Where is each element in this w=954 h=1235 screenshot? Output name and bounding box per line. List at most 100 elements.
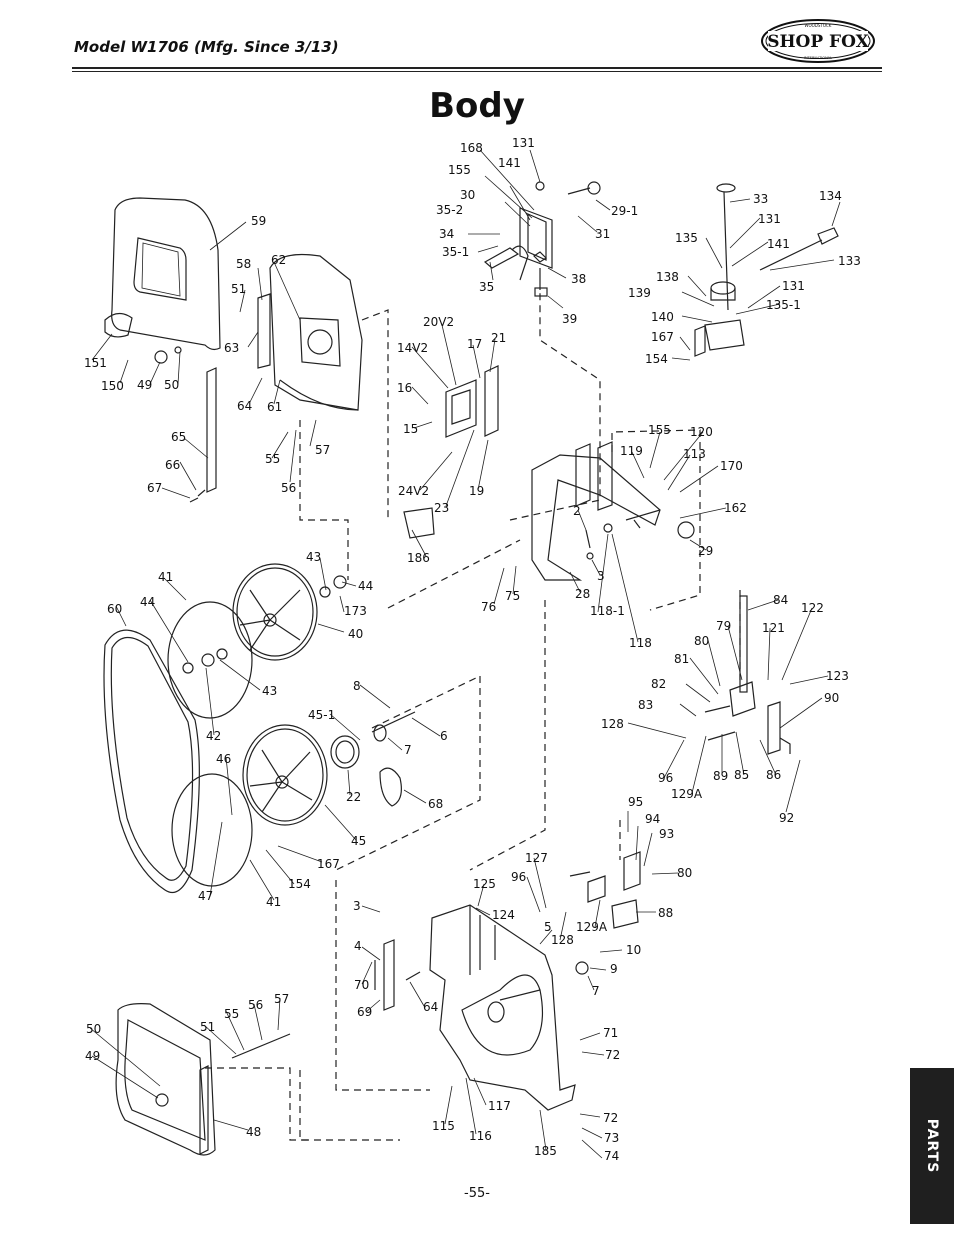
callout: 115 <box>432 1119 455 1133</box>
callout: 6 <box>440 729 448 743</box>
logo-arc-bottom: INTERNATIONAL <box>804 56 832 60</box>
callout: 56 <box>248 998 263 1012</box>
callout: 34 <box>439 227 454 241</box>
callout: 3 <box>597 569 605 583</box>
callout: 43 <box>306 550 321 564</box>
callout: 79 <box>716 619 731 633</box>
callout: 7 <box>592 984 600 998</box>
callout: 122 <box>801 601 824 615</box>
callout: 46 <box>216 752 231 766</box>
callout: 88 <box>658 906 673 920</box>
callout: 129A <box>671 787 703 801</box>
callout: 42 <box>206 729 221 743</box>
callout: 44 <box>358 579 373 593</box>
callout: 138 <box>656 270 679 284</box>
callout: 139 <box>628 286 651 300</box>
callout: 44 <box>140 595 155 609</box>
callout: 4 <box>354 939 362 953</box>
callout: 96 <box>511 870 526 884</box>
callout: 89 <box>713 769 728 783</box>
callout: 94 <box>645 812 660 826</box>
callout: 20V2 <box>423 315 454 329</box>
header-rule-thick <box>72 67 882 69</box>
section-tab-parts: PARTS <box>910 1068 954 1224</box>
callout: 49 <box>85 1049 100 1063</box>
callout: 50 <box>164 378 179 392</box>
callout: 14V2 <box>397 341 428 355</box>
section-tab-label: PARTS <box>924 1118 940 1174</box>
callout: 5 <box>544 920 552 934</box>
callout: 58 <box>236 257 251 271</box>
callout: 90 <box>824 691 839 705</box>
page-title: Body <box>429 86 525 126</box>
callout: 24V2 <box>398 484 429 498</box>
callout: 2 <box>573 504 581 518</box>
callout: 131 <box>782 279 805 293</box>
callout: 151 <box>84 356 107 370</box>
callout: 59 <box>251 214 266 228</box>
callout: 9 <box>610 962 618 976</box>
callout: 8 <box>353 679 361 693</box>
callout: 141 <box>767 237 790 251</box>
callout-labels: 59 58 62 51 63 64 61 151 150 49 50 65 66… <box>84 136 861 1163</box>
callout: 167 <box>317 857 340 871</box>
callout: 70 <box>354 978 369 992</box>
callout: 39 <box>562 312 577 326</box>
callout: 140 <box>651 310 674 324</box>
callout: 155 <box>648 423 671 437</box>
callout: 72 <box>603 1111 618 1125</box>
callout: 10 <box>626 943 641 957</box>
callout: 131 <box>512 136 535 150</box>
callout: 80 <box>694 634 709 648</box>
callout: 38 <box>571 272 586 286</box>
callout: 22 <box>346 790 361 804</box>
callout: 67 <box>147 481 162 495</box>
callout: 141 <box>498 156 521 170</box>
callout: 45-1 <box>308 708 335 722</box>
callout: 65 <box>171 430 186 444</box>
callout: 16 <box>397 381 412 395</box>
callout: 121 <box>762 621 785 635</box>
callout: 40 <box>348 627 363 641</box>
callout: 55 <box>224 1007 239 1021</box>
callout: 168 <box>460 141 483 155</box>
callout: 47 <box>198 889 213 903</box>
callout: 7 <box>404 743 412 757</box>
callout: 31 <box>595 227 610 241</box>
callout: 29 <box>698 544 713 558</box>
callout: 35-2 <box>436 203 463 217</box>
callout: 96 <box>658 771 673 785</box>
callout: 76 <box>481 600 496 614</box>
callout: 15 <box>403 422 418 436</box>
callout: 82 <box>651 677 666 691</box>
callout: 128 <box>601 717 624 731</box>
callout: 74 <box>604 1149 619 1163</box>
callout: 118-1 <box>590 604 625 618</box>
callout: 64 <box>423 1000 438 1014</box>
callout: 19 <box>469 484 484 498</box>
callout: 28 <box>575 587 590 601</box>
shop-fox-logo: SHOP FOX WOODSTOCK INTERNATIONAL <box>761 19 875 63</box>
callout: 84 <box>773 593 788 607</box>
callout: 75 <box>505 589 520 603</box>
callout: 63 <box>224 341 239 355</box>
callout: 48 <box>246 1125 261 1139</box>
callout: 93 <box>659 827 674 841</box>
callout: 154 <box>645 352 668 366</box>
callout: 124 <box>492 908 515 922</box>
callout: 113 <box>683 447 706 461</box>
callout: 57 <box>315 443 330 457</box>
callout: 92 <box>779 811 794 825</box>
page-number: -55- <box>464 1186 490 1201</box>
callout: 131 <box>758 212 781 226</box>
logo-text: SHOP FOX <box>767 32 869 52</box>
callout: 49 <box>137 378 152 392</box>
callout: 155 <box>448 163 471 177</box>
callout: 51 <box>200 1020 215 1034</box>
callout: 83 <box>638 698 653 712</box>
callout: 125 <box>473 877 496 891</box>
callout: 118 <box>629 636 652 650</box>
callout: 41 <box>158 570 173 584</box>
callout: 116 <box>469 1129 492 1143</box>
